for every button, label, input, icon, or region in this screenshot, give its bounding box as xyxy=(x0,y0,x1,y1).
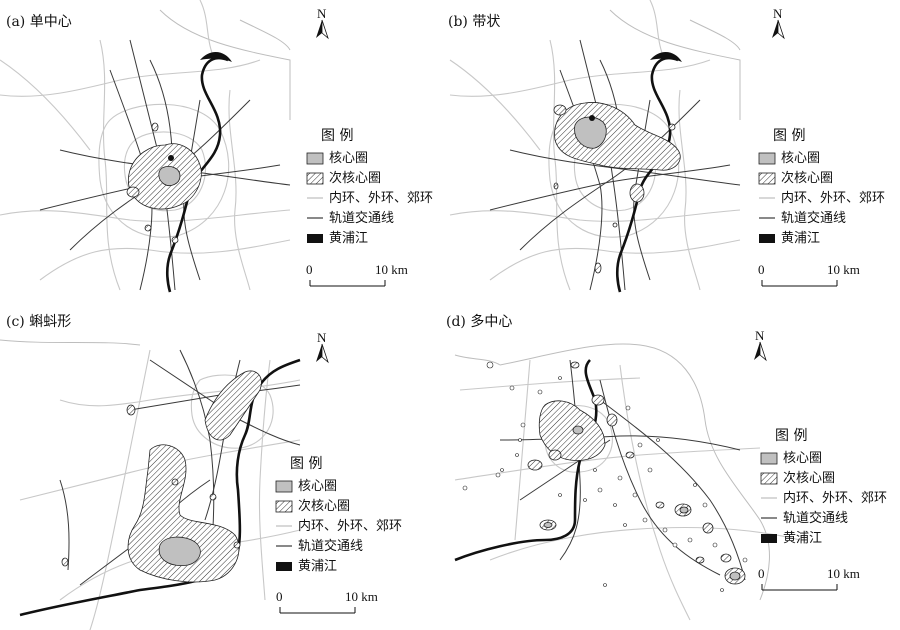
river-mouth-a xyxy=(200,51,232,62)
core-zone-b xyxy=(574,116,607,149)
scale-end-label: 10 km xyxy=(827,566,860,581)
scale-start-label: 0 xyxy=(306,262,313,277)
scale-end-label: 10 km xyxy=(827,262,860,277)
legend-label: 次核心圈 xyxy=(783,470,835,486)
huangpu-river-a xyxy=(165,56,229,293)
legend-symbol-river xyxy=(761,534,777,543)
legend-label: 核心圈 xyxy=(783,451,822,466)
legend-label: 黄浦江 xyxy=(781,231,820,246)
legend-label: 核心圈 xyxy=(781,151,820,166)
panel-d-title: (d) 多中心 xyxy=(446,313,512,330)
legend-label: 内环、外环、郊环 xyxy=(781,190,885,206)
legend-symbol-river xyxy=(307,234,323,243)
legend-label: 次核心圈 xyxy=(329,170,381,186)
core-zone-c xyxy=(158,536,201,567)
legend-title: 图 例 xyxy=(775,428,807,444)
legend-symbol-sub-core xyxy=(760,472,778,485)
panel-b: (b) 带状 N xyxy=(448,0,785,293)
panel-c-title: (c) 蝌蚪形 xyxy=(6,314,71,330)
panel-a-title: (a) 单中心 xyxy=(6,14,72,30)
legend-title: 图 例 xyxy=(290,456,322,472)
core-zone-d xyxy=(572,425,584,435)
panel-a: (a) 单中心 N xyxy=(0,0,329,293)
legend-label: 次核心圈 xyxy=(298,498,350,514)
legend-label: 轨道交通线 xyxy=(781,210,846,226)
legend-symbol-core xyxy=(758,152,776,165)
scale-start-label: 0 xyxy=(758,262,765,277)
legend-label: 内环、外环、郊环 xyxy=(298,518,402,534)
legend-symbol-core xyxy=(275,480,293,493)
legend-symbol-sub-core xyxy=(306,172,324,185)
scale-bar-c: 0 10 km xyxy=(276,589,378,614)
scattered-cores-d xyxy=(462,361,748,592)
scale-bar-d: 0 10 km xyxy=(758,566,860,591)
legend-title: 图 例 xyxy=(773,128,805,144)
legend-label: 内环、外环、郊环 xyxy=(329,190,433,206)
subcore-zone-b xyxy=(554,102,681,171)
legend-symbol-core xyxy=(306,152,324,165)
scale-bar-a: 0 10 km xyxy=(306,262,408,287)
scale-end-label: 10 km xyxy=(375,262,408,277)
scale-start-label: 0 xyxy=(276,589,283,604)
legend-symbol-river xyxy=(759,234,775,243)
north-arrow-c-icon: N xyxy=(315,330,329,363)
panel-c: (c) 蝌蚪形 N xyxy=(0,314,329,630)
panel-b-title: (b) 带状 xyxy=(448,14,500,30)
core-zone-a xyxy=(158,166,181,186)
legend-symbol-sub-core xyxy=(275,500,293,513)
legend-label: 轨道交通线 xyxy=(329,210,394,226)
legend-symbol-sub-core xyxy=(758,172,776,185)
scale-bar-b: 0 10 km xyxy=(758,262,860,287)
north-arrow-b-icon: N xyxy=(771,6,785,39)
legend-label: 轨道交通线 xyxy=(783,510,848,526)
legend-label: 内环、外环、郊环 xyxy=(783,490,887,506)
legend-label: 黄浦江 xyxy=(783,531,822,546)
svg-text:N: N xyxy=(773,6,783,21)
scale-start-label: 0 xyxy=(758,566,765,581)
scale-end-label: 10 km xyxy=(345,589,378,604)
legend-label: 黄浦江 xyxy=(298,559,337,574)
legend-label: 黄浦江 xyxy=(329,231,368,246)
legend-label: 核心圈 xyxy=(298,479,337,494)
legend-title: 图 例 xyxy=(321,128,353,144)
svg-text:N: N xyxy=(317,330,327,345)
legend-label: 核心圈 xyxy=(329,151,368,166)
panel-d: (d) 多中心 N xyxy=(446,313,801,621)
svg-text:N: N xyxy=(317,6,327,21)
north-arrow-a-icon: N xyxy=(315,6,329,39)
north-arrow-d-icon: N xyxy=(753,328,767,361)
legend-label: 轨道交通线 xyxy=(298,538,363,554)
legend-symbol-core xyxy=(760,452,778,465)
legend-symbol-river xyxy=(276,562,292,571)
legend-label: 次核心圈 xyxy=(781,170,833,186)
subcore-zone-d xyxy=(538,400,606,461)
svg-text:N: N xyxy=(755,328,765,343)
subcore-zone-c xyxy=(127,444,240,583)
